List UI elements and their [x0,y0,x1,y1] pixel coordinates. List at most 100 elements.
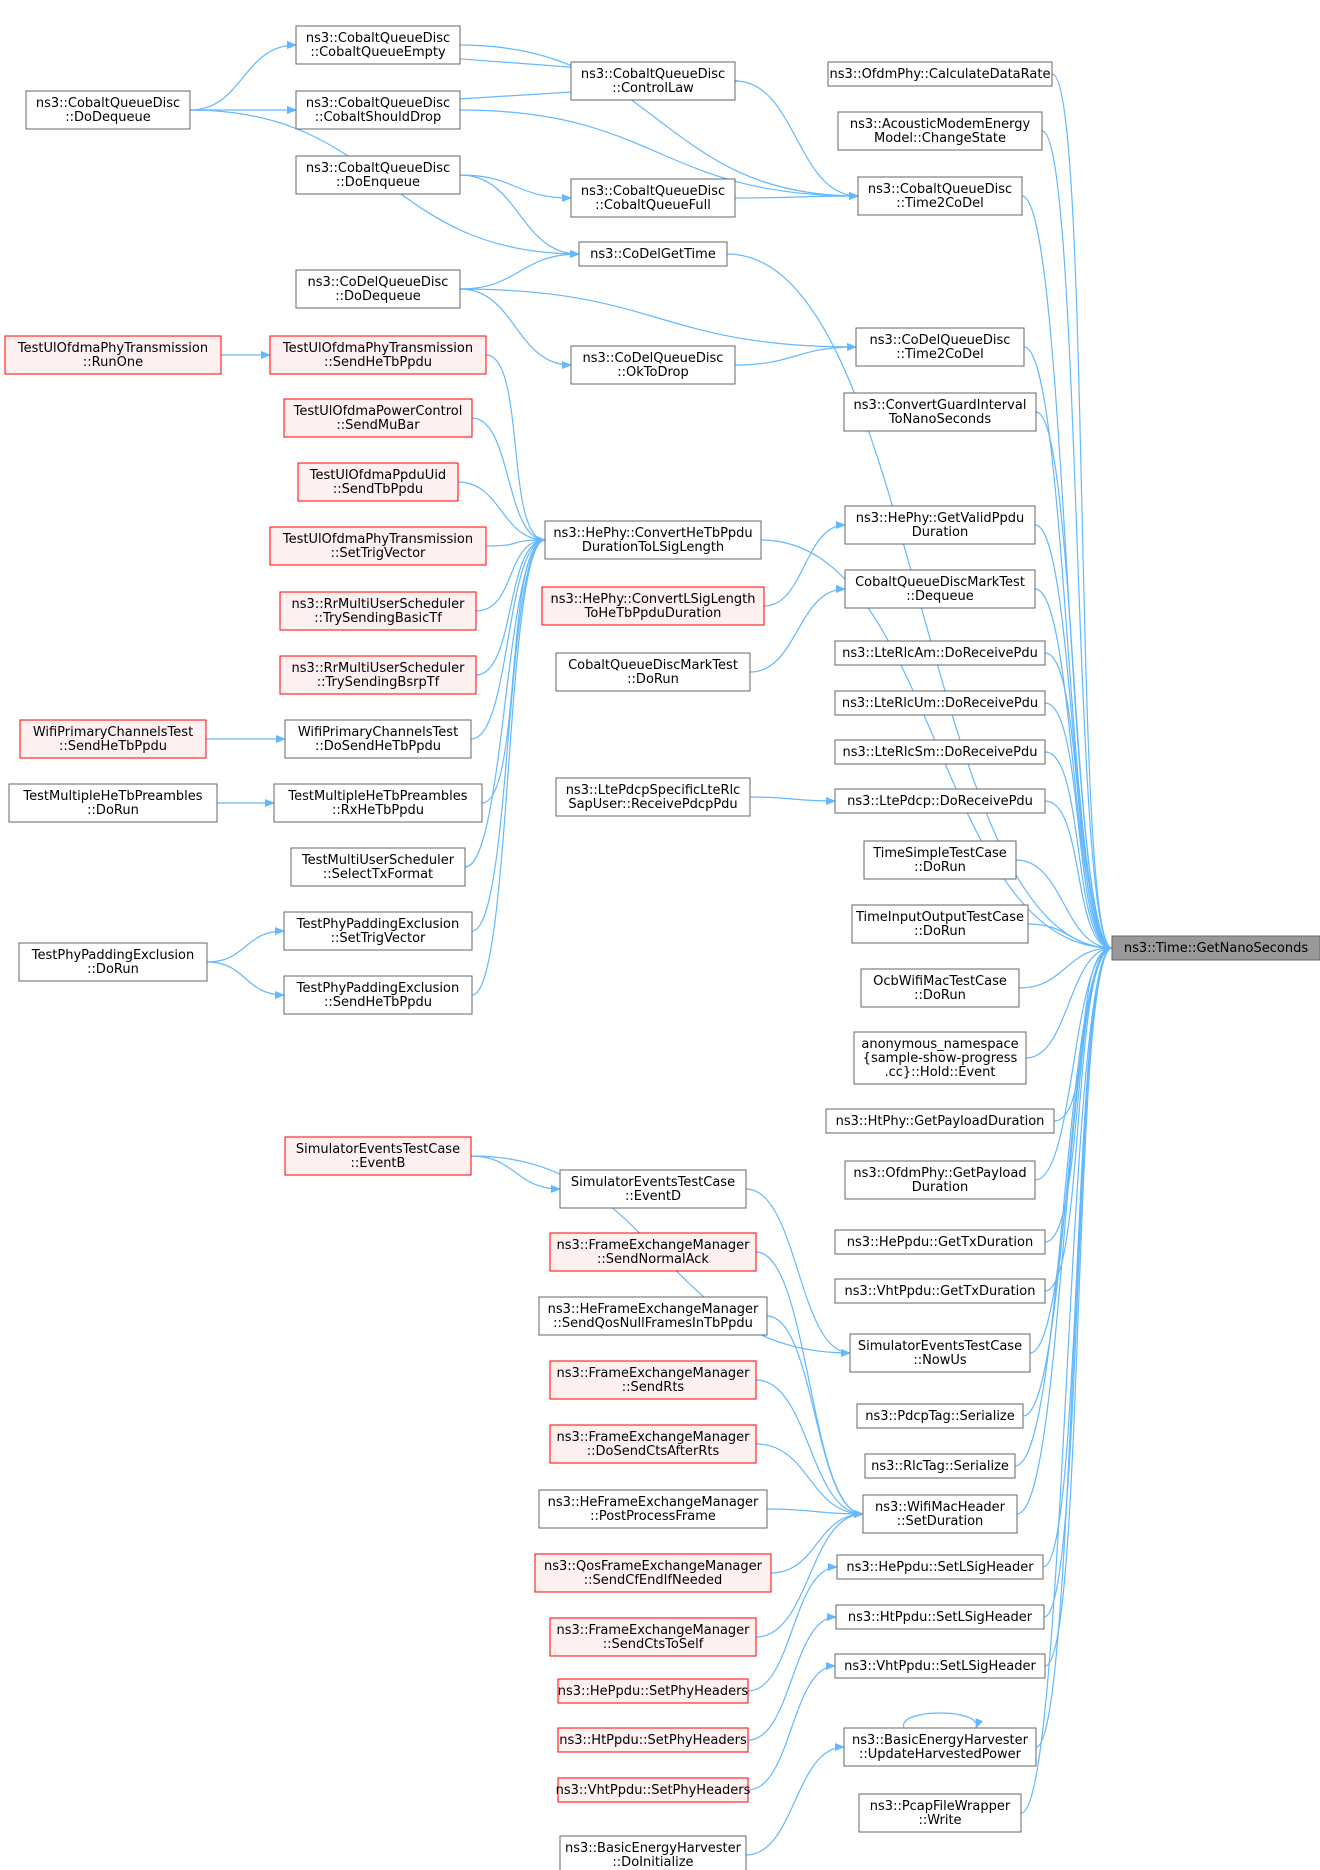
node-box[interactable] [295,155,461,195]
node-box[interactable] [279,655,477,695]
graph-node-n65[interactable]: ns3::QosFrameExchangeManager::SendCfEndI… [534,1553,772,1593]
node-box[interactable] [825,1108,1055,1134]
graph-node-n70[interactable]: ns3::BasicEnergyHarvester::DoInitialize [559,1835,747,1870]
node-box[interactable] [559,1169,747,1209]
graph-node-n62[interactable]: ns3::FrameExchangeManager::SendRts [549,1360,757,1400]
graph-node-n28[interactable]: ns3::HtPpdu::SetLSigHeader [835,1604,1045,1630]
graph-node-n46[interactable]: ns3::RrMultiUserScheduler::TrySendingBsr… [279,655,477,695]
graph-node-n21[interactable]: ns3::HePpdu::GetTxDuration [834,1229,1046,1255]
graph-node-n4[interactable]: ns3::CobaltQueueDisc::Time2CoDel [857,176,1023,216]
graph-node-n68[interactable]: ns3::HtPpdu::SetPhyHeaders [557,1727,749,1753]
graph-node-n10[interactable]: CobaltQueueDiscMarkTest::Dequeue [844,569,1036,609]
graph-node-n48[interactable]: WifiPrimaryChannelsTest::DoSendHeTbPpdu [284,719,472,759]
graph-node-n44[interactable]: TestUlOfdmaPhyTransmission::SetTrigVecto… [269,526,487,566]
node-box[interactable] [557,1777,749,1803]
graph-node-n5[interactable]: ns3::CoDelGetTime [578,241,728,267]
node-box[interactable] [295,269,461,309]
node-box[interactable] [8,783,218,823]
node-box[interactable] [858,1793,1022,1833]
graph-node-n40[interactable]: TestUlOfdmaPhyTransmission::RunOne [4,335,222,375]
node-box[interactable] [856,1403,1024,1429]
node-box[interactable] [19,719,207,759]
graph-node-n55[interactable]: ns3::HePhy::ConvertLSigLengthToHeTbPpduD… [541,586,765,626]
node-box[interactable] [578,241,728,267]
node-box[interactable] [834,1278,1046,1304]
node-box[interactable] [295,25,461,65]
graph-node-n50[interactable]: TestMultipleHeTbPreambles::RxHeTbPpdu [273,783,483,823]
node-box[interactable] [295,90,461,130]
graph-node-n60[interactable]: ns3::FrameExchangeManager::SendNormalAck [549,1232,757,1272]
graph-node-n30[interactable]: ns3::BasicEnergyHarvester::UpdateHarvest… [843,1727,1037,1767]
graph-node-n8[interactable]: ns3::HePhy::ConvertHeTbPpduDurationToLSi… [544,520,762,560]
node-box[interactable] [843,392,1037,432]
graph-node-n52[interactable]: TestPhyPaddingExclusion::SetTrigVector [283,911,473,951]
node-box[interactable] [549,1360,757,1400]
graph-node-n26[interactable]: ns3::WifiMacHeader::SetDuration [862,1494,1018,1534]
node-box[interactable] [555,652,751,692]
node-box[interactable] [834,640,1046,666]
graph-node-n56[interactable]: CobaltQueueDiscMarkTest::DoRun [555,652,751,692]
graph-node-n11[interactable]: ns3::LteRlcAm::DoReceivePdu [834,640,1046,666]
node-box[interactable] [834,1229,1046,1255]
node-box[interactable] [549,1617,757,1657]
node-box[interactable] [834,788,1046,814]
graph-node-n18[interactable]: anonymous_namespace{sample-show-progress… [853,1031,1027,1085]
graph-node-n45[interactable]: ns3::RrMultiUserScheduler::TrySendingBas… [279,591,477,631]
graph-node-n31[interactable]: ns3::PcapFileWrapper::Write [858,1793,1022,1833]
node-box[interactable] [1111,935,1320,961]
graph-node-n14[interactable]: ns3::LtePdcp::DoReceivePdu [834,788,1046,814]
graph-node-n13[interactable]: ns3::LteRlcSm::DoReceivePdu [834,739,1046,765]
graph-node-n47[interactable]: WifiPrimaryChannelsTest::SendHeTbPpdu [19,719,207,759]
node-box[interactable] [25,90,191,130]
graph-node-n25[interactable]: ns3::RlcTag::Serialize [864,1453,1016,1479]
node-box[interactable] [284,1136,472,1176]
graph-node-n20[interactable]: ns3::OfdmPhy::GetPayloadDuration [844,1160,1036,1200]
node-box[interactable] [844,569,1036,609]
graph-node-n17[interactable]: OcbWifiMacTestCase::DoRun [860,968,1020,1008]
node-box[interactable] [863,840,1017,880]
node-box[interactable] [849,1333,1031,1373]
graph-node-n53[interactable]: TestPhyPaddingExclusion::DoRun [18,942,208,982]
graph-node-n57[interactable]: ns3::LtePdcpSpecificLteRlcSapUser::Recei… [555,777,751,817]
node-box[interactable] [570,61,736,101]
graph-node-n49[interactable]: TestMultipleHeTbPreambles::DoRun [8,783,218,823]
graph-node-n63[interactable]: ns3::FrameExchangeManager::DoSendCtsAfte… [549,1424,757,1464]
node-box[interactable] [297,462,459,502]
node-box[interactable] [834,1653,1046,1679]
graph-node-n22[interactable]: ns3::VhtPpdu::GetTxDuration [834,1278,1046,1304]
node-box[interactable] [541,586,765,626]
node-box[interactable] [279,591,477,631]
node-box[interactable] [534,1553,772,1593]
graph-node-n61[interactable]: ns3::HeFrameExchangeManager::SendQosNull… [538,1296,768,1336]
node-box[interactable] [290,847,466,887]
graph-node-n16[interactable]: TimeInputOutputTestCase::DoRun [851,904,1029,944]
graph-node-n29[interactable]: ns3::VhtPpdu::SetLSigHeader [834,1653,1046,1679]
graph-node-n38[interactable]: ns3::CoDelQueueDisc::DoDequeue [295,269,461,309]
node-box[interactable] [557,1727,749,1753]
node-box[interactable] [284,719,472,759]
node-box[interactable] [835,1604,1045,1630]
graph-node-n43[interactable]: TestUlOfdmaPpduUid::SendTbPpdu [297,462,459,502]
graph-node-n34[interactable]: ns3::CobaltQueueDisc::CobaltShouldDrop [295,90,461,130]
node-box[interactable] [844,1160,1036,1200]
graph-node-n54[interactable]: TestPhyPaddingExclusion::SendHeTbPpdu [283,975,473,1015]
graph-node-n2[interactable]: ns3::OfdmPhy::CalculateDataRate [827,61,1053,87]
graph-node-n67[interactable]: ns3::HePpdu::SetPhyHeaders [557,1678,749,1704]
graph-node-n51[interactable]: TestMultiUserScheduler::SelectTxFormat [290,847,466,887]
graph-node-n23[interactable]: SimulatorEventsTestCase::NowUs [849,1333,1031,1373]
node-box[interactable] [559,1835,747,1870]
graph-node-n64[interactable]: ns3::HeFrameExchangeManager::PostProcess… [538,1489,768,1529]
node-box[interactable] [570,178,736,218]
graph-node-n27[interactable]: ns3::HePpdu::SetLSigHeader [836,1554,1044,1580]
graph-node-n35[interactable]: ns3::CobaltQueueDisc::DoDequeue [25,90,191,130]
node-box[interactable] [544,520,762,560]
graph-node-n58[interactable]: SimulatorEventsTestCase::EventB [284,1136,472,1176]
graph-node-n66[interactable]: ns3::FrameExchangeManager::SendCtsToSelf [549,1617,757,1657]
node-box[interactable] [855,327,1025,367]
node-box[interactable] [273,783,483,823]
graph-node-n37[interactable]: ns3::CobaltQueueDisc::CobaltQueueFull [570,178,736,218]
node-box[interactable] [283,911,473,951]
node-box[interactable] [836,1554,1044,1580]
graph-node-n33[interactable]: ns3::CobaltQueueDisc::ControlLaw [570,61,736,101]
